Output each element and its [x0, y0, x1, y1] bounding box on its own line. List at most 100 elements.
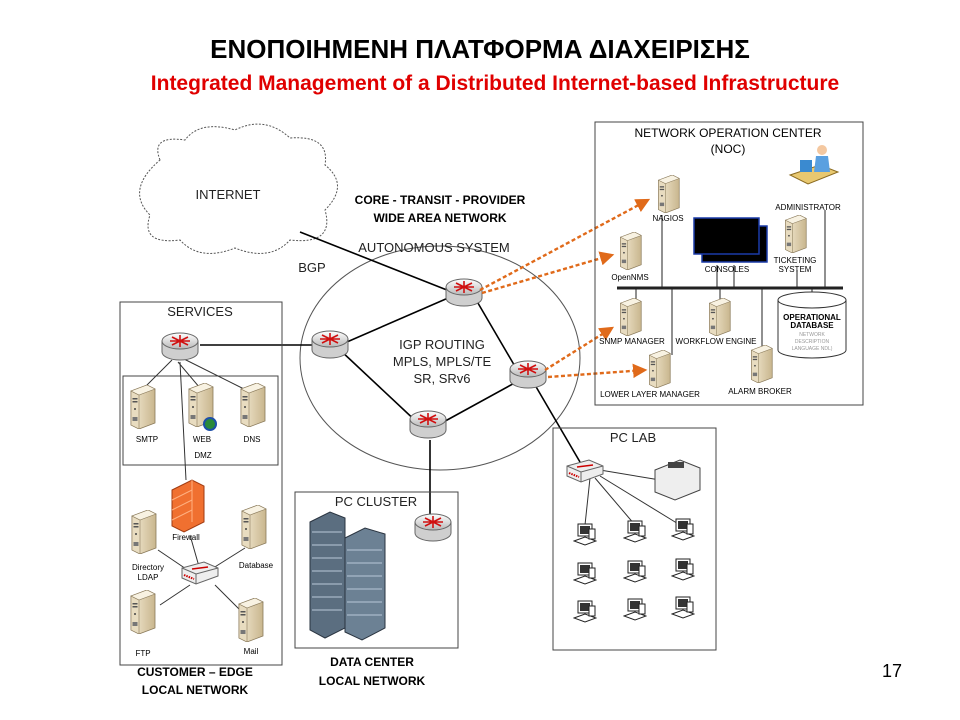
- pc-icon[interactable]: [573, 600, 597, 623]
- db-label-line5: LANGUAGE NDL): [792, 346, 833, 352]
- lower-layer-manager-label: LOWER LAYER MANAGER: [600, 390, 700, 399]
- core-router-3[interactable]: [509, 360, 547, 389]
- core-title-line2: WIDE AREA NETWORK: [373, 211, 506, 225]
- database-label: Database: [239, 561, 274, 570]
- opennms-server-icon[interactable]: [620, 232, 642, 270]
- link-internet-core: [299, 231, 453, 293]
- alarm-broker-label: ALARM BROKER: [728, 387, 792, 396]
- services-footer-line1: CUSTOMER – EDGE: [137, 665, 253, 679]
- pc-grid: [573, 518, 695, 623]
- administrator-label: ADMINISTRATOR: [775, 203, 841, 212]
- noc-bus: [617, 210, 843, 355]
- snmp-manager-server-icon[interactable]: [620, 298, 642, 336]
- nagios-label: NAGIOS: [652, 214, 683, 223]
- console-screens-icon[interactable]: [693, 217, 768, 263]
- mpls-label: MPLS, MPLS/TE: [393, 354, 492, 369]
- printer-icon[interactable]: [654, 459, 701, 501]
- pc-icon[interactable]: [623, 598, 647, 621]
- ticketing-server-icon[interactable]: [785, 215, 807, 253]
- pclab-switch[interactable]: [566, 459, 604, 483]
- pc-icon[interactable]: [671, 558, 695, 581]
- link-core-r1-r3: [474, 297, 521, 376]
- pc-cluster-box: [294, 491, 459, 649]
- core-title-line1: CORE - TRANSIT - PROVIDER: [355, 193, 526, 207]
- pc-lab-box: [552, 427, 717, 651]
- db-label-line1: OPERATIONAL: [783, 313, 841, 322]
- lower-layer-manager-server-icon[interactable]: [649, 350, 671, 388]
- workflow-engine-server-icon[interactable]: [709, 298, 731, 336]
- database-server-icon[interactable]: [241, 505, 267, 549]
- services-title: SERVICES: [167, 304, 233, 319]
- services-footer-line2: LOCAL NETWORK: [142, 683, 249, 697]
- pc-icon[interactable]: [623, 520, 647, 543]
- workflow-engine-label: WORKFLOW ENGINE: [676, 337, 757, 346]
- link-core-r1-r2: [339, 294, 456, 346]
- autonomous-system-boundary: [299, 245, 581, 471]
- dns-server-icon[interactable]: [240, 383, 266, 427]
- internet-cloud: [139, 123, 338, 254]
- internet-label: INTERNET: [196, 187, 261, 202]
- db-label-line2: DATABASE: [790, 321, 834, 330]
- alarm-broker-server-icon[interactable]: [751, 345, 773, 383]
- ftp-label: FTP: [135, 649, 150, 658]
- pc-icon[interactable]: [623, 560, 647, 583]
- sr-label: SR, SRv6: [413, 371, 470, 386]
- consoles-label: CONSOLES: [705, 265, 749, 274]
- pc-lab-title: PC LAB: [610, 430, 656, 445]
- opennms-label: OpenNMS: [611, 273, 648, 282]
- pc-icon[interactable]: [671, 596, 695, 619]
- arrow-to-lower-layer: [547, 363, 648, 379]
- firewall-label: Firewall: [172, 533, 200, 542]
- administrator-icon: [788, 145, 840, 185]
- noc-box: [594, 121, 864, 406]
- directory-server-icon[interactable]: [131, 510, 157, 554]
- cluster-footer-line1: DATA CENTER: [330, 655, 414, 669]
- link-core-pclab: [534, 384, 581, 463]
- pc-icon[interactable]: [573, 523, 597, 546]
- monitoring-arrows: [479, 198, 651, 379]
- core-router-2[interactable]: [311, 330, 349, 359]
- page-number: 17: [882, 661, 903, 681]
- smtp-server-icon[interactable]: [130, 385, 156, 429]
- ftp-server-icon[interactable]: [130, 590, 156, 634]
- slide-subtitle: Integrated Management of a Distributed I…: [150, 72, 840, 95]
- noc-title-line1: NETWORK OPERATION CENTER: [634, 126, 821, 140]
- directory-label: Directory: [132, 563, 164, 572]
- ticketing-label-line1: TICKETING: [774, 256, 817, 265]
- server-rack-icon: [309, 511, 386, 641]
- pc-icon[interactable]: [573, 562, 597, 585]
- core-router-4[interactable]: [409, 410, 447, 439]
- as-label: AUTONOMOUS SYSTEM: [358, 240, 509, 255]
- snmp-manager-label: SNMP MANAGER: [599, 337, 665, 346]
- mail-server-icon[interactable]: [238, 598, 264, 642]
- services-box: [119, 301, 283, 666]
- link-core-r2-r4: [339, 349, 421, 426]
- slide-title: ΕΝΟΠΟΙΗΜΕΝΗ ΠΛΑΤΦΟΡΜΑ ΔΙΑΧΕΙΡΙΣΗΣ: [210, 34, 750, 64]
- link-core-r3-r4: [437, 379, 521, 426]
- mail-label: Mail: [244, 647, 259, 656]
- links: [200, 231, 581, 520]
- pc-cluster-title: PC CLUSTER: [335, 494, 417, 509]
- cluster-footer-line2: LOCAL NETWORK: [319, 674, 426, 688]
- arrow-to-nagios: [479, 198, 651, 292]
- smtp-label: SMTP: [136, 435, 158, 444]
- ldap-label: LDAP: [138, 573, 159, 582]
- services-router[interactable]: [161, 332, 199, 361]
- cluster-router[interactable]: [414, 513, 452, 542]
- arrow-to-opennms: [481, 251, 615, 295]
- db-label-line3: NETWORK: [799, 332, 825, 338]
- db-label-line4: DESCRIPTION: [795, 339, 830, 345]
- services-switch[interactable]: [181, 561, 219, 585]
- arrow-to-snmp: [544, 326, 615, 372]
- operational-database-icon: [777, 291, 847, 359]
- core-router-1[interactable]: [445, 278, 483, 307]
- services-links: [141, 357, 251, 611]
- firewall-icon[interactable]: [171, 479, 205, 533]
- pclab-links: [584, 469, 681, 526]
- globe-icon: [203, 417, 217, 431]
- noc-title-line2: (NOC): [711, 142, 746, 156]
- bgp-label: BGP: [298, 260, 325, 275]
- nagios-server-icon[interactable]: [658, 175, 680, 213]
- dmz-label: DMZ: [194, 451, 211, 460]
